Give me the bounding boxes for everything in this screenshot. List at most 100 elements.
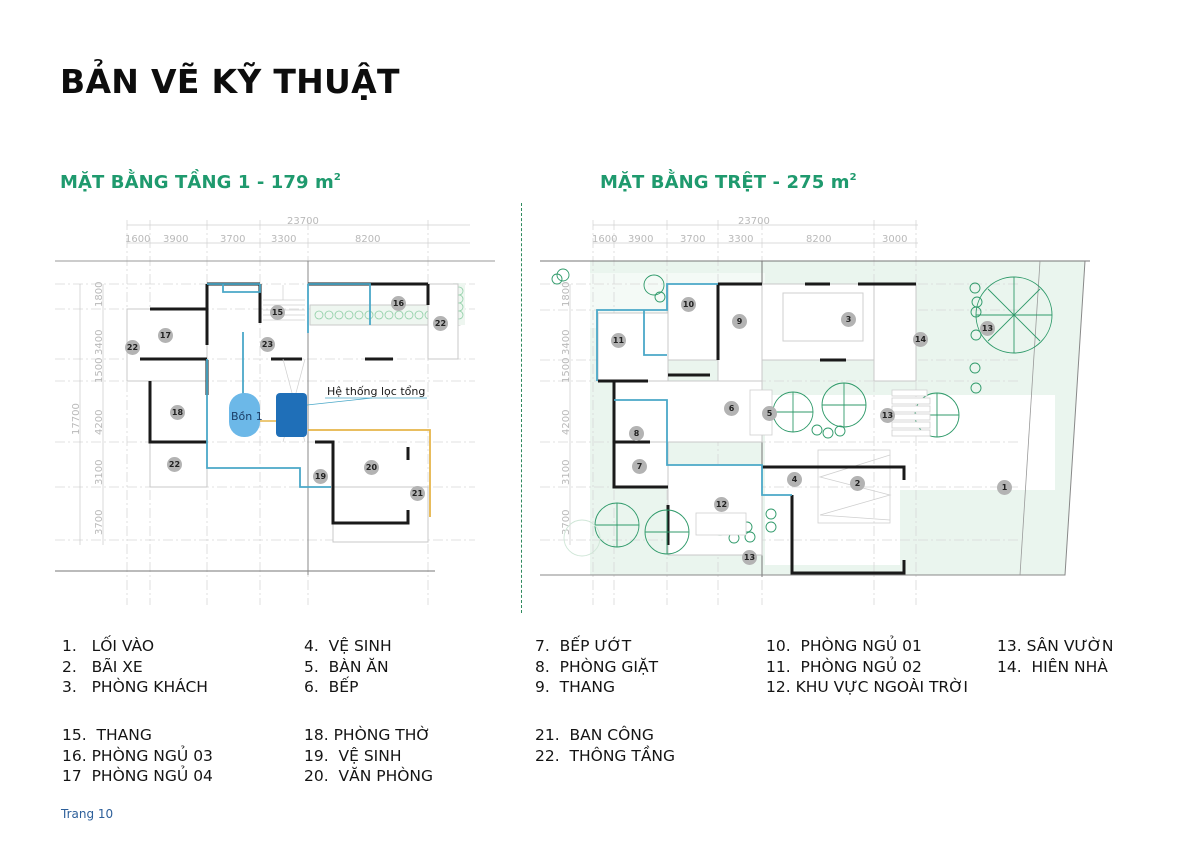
legend-item: 3. PHÒNG KHÁCH	[62, 678, 208, 696]
legend-column: 4. VỆ SINH 5. BÀN ĂN 6. BẾP	[304, 636, 392, 698]
svg-text:3100: 3100	[94, 460, 105, 485]
svg-text:1800: 1800	[94, 282, 105, 307]
svg-text:3100: 3100	[561, 460, 572, 485]
room-badge: 8	[629, 426, 644, 441]
room-badge: 22	[433, 316, 448, 331]
legend-item: 14. HIÊN NHÀ	[997, 657, 1108, 676]
svg-text:3700: 3700	[94, 510, 105, 535]
svg-text:8200: 8200	[355, 234, 380, 245]
legend-item: 18. PHÒNG THỜ	[304, 726, 431, 744]
legend-item: 20. VĂN PHÒNG	[304, 767, 434, 785]
legend-column: 1. LỐI VÀO 2. BÃI XE 3. PHÒNG KHÁCH	[62, 636, 208, 698]
room-badge: 9	[732, 314, 747, 329]
page-title: BẢN VẼ KỸ THUẬT	[60, 62, 400, 101]
legend-column: 18. PHÒNG THỜ 19. VỆ SINH 20. VĂN PHÒNG	[304, 725, 433, 787]
svg-text:3700: 3700	[220, 234, 245, 245]
room-badge: 13	[742, 550, 757, 565]
legend-item: 9. THANG	[535, 678, 615, 696]
room-badge: 13	[980, 321, 995, 336]
legend-item: 7. BẾP ƯỚT	[535, 637, 632, 655]
svg-text:17700: 17700	[71, 403, 82, 435]
room-badge: 1	[997, 480, 1012, 495]
svg-text:3700: 3700	[561, 510, 572, 535]
legend-column: 7. BẾP ƯỚT 8. PHÒNG GIẶT 9. THANG	[535, 636, 658, 698]
room-badge: 5	[762, 406, 777, 421]
plan-title-ground-floor: MẶT BẰNG TRỆT - 275 m2	[600, 172, 857, 193]
room-badge: 15	[270, 305, 285, 320]
svg-text:3400: 3400	[561, 330, 572, 355]
room-badge: 7	[632, 459, 647, 474]
legend-column: 15. THANG 16. PHÒNG NGỦ 03 17 PHÒNG NGỦ …	[62, 725, 213, 787]
svg-text:3300: 3300	[728, 234, 753, 245]
legend-item: 21. BAN CÔNG	[535, 726, 654, 744]
svg-text:8200: 8200	[806, 234, 831, 245]
room-badge: 3	[841, 312, 856, 327]
room-badge: 6	[724, 401, 739, 416]
svg-text:3300: 3300	[271, 234, 296, 245]
svg-text:3000: 3000	[882, 234, 907, 245]
svg-text:3400: 3400	[94, 330, 105, 355]
room-badge: 12	[714, 497, 729, 512]
area-unit-superscript: 2	[333, 172, 341, 183]
area-unit-superscript: 2	[849, 172, 857, 183]
svg-text:23700: 23700	[738, 216, 770, 227]
room-badge: 23	[260, 337, 275, 352]
legend-column: 13. SÂN VƯỜN 14. HIÊN NHÀ	[997, 636, 1113, 677]
filter-system-label: Hệ thống lọc tổng	[327, 385, 426, 398]
page-number: Trang 10	[61, 807, 114, 821]
svg-text:4200: 4200	[94, 410, 105, 435]
room-badge: 19	[313, 469, 328, 484]
room-badge: 18	[170, 405, 185, 420]
room-badge: 14	[913, 332, 928, 347]
legend-item: 17 PHÒNG NGỦ 04	[62, 767, 213, 785]
legend-item: 11. PHÒNG NGỦ 02	[766, 657, 922, 676]
legend-item: 16. PHÒNG NGỦ 03	[62, 746, 213, 765]
room-badge: 21	[410, 486, 425, 501]
room-badge: 4	[787, 472, 802, 487]
svg-text:3900: 3900	[628, 234, 653, 245]
tank-label: Bồn 1	[231, 410, 263, 423]
svg-text:3900: 3900	[163, 234, 188, 245]
svg-text:1600: 1600	[125, 234, 150, 245]
room-badge: 22	[167, 457, 182, 472]
plan-divider	[521, 203, 522, 613]
legend-item: 5. BÀN ĂN	[304, 657, 389, 676]
svg-text:3700: 3700	[680, 234, 705, 245]
room-badge: 11	[611, 333, 626, 348]
floor-plan-first-floor: 23700 1600 3900 3700 3300 8200 1800 3400…	[55, 205, 515, 605]
water-tank-1	[229, 393, 260, 437]
room-badge: 17	[158, 328, 173, 343]
floor-plan-drawing: 23700 1600 3900 3700 3300 8200 3000 1800…	[540, 216, 1090, 605]
legend-item: 1. LỐI VÀO	[62, 637, 155, 655]
legend-item: 2. BÃI XE	[62, 657, 143, 676]
svg-text:4200: 4200	[561, 410, 572, 435]
legend-item: 8. PHÒNG GIẶT	[535, 657, 659, 676]
legend-column: 21. BAN CÔNG 22. THÔNG TẦNG	[535, 725, 675, 766]
legend-item: 13. SÂN VƯỜN	[997, 637, 1114, 655]
floor-plan-drawing: 23700 1600 3900 3700 3300 8200 1800 3400…	[55, 216, 495, 605]
room-badge: 13	[880, 408, 895, 423]
legend-item: 19. VỆ SINH	[304, 746, 402, 765]
floor-plan-ground-floor: 23700 1600 3900 3700 3300 8200 3000 1800…	[530, 205, 1090, 605]
svg-text:23700: 23700	[287, 216, 319, 227]
legend-item: 22. THÔNG TẦNG	[535, 746, 676, 765]
legend-item: 12. KHU VỰC NGOÀI TRỜI	[766, 678, 968, 696]
plan-title-text: MẶT BẰNG TẦNG 1 - 179 m	[60, 172, 334, 193]
svg-text:1500: 1500	[94, 358, 105, 383]
plan-title-first-floor: MẶT BẰNG TẦNG 1 - 179 m2	[60, 172, 341, 193]
svg-text:1600: 1600	[592, 234, 617, 245]
legend-column: 10. PHÒNG NGỦ 01 11. PHÒNG NGỦ 02 12. KH…	[766, 636, 968, 698]
legend-item: 4. VỆ SINH	[304, 637, 392, 655]
room-badge: 22	[125, 340, 140, 355]
room-badge: 2	[850, 476, 865, 491]
svg-text:1800: 1800	[561, 282, 572, 307]
legend-item: 6. BẾP	[304, 678, 359, 696]
legend-item: 10. PHÒNG NGỦ 01	[766, 637, 922, 655]
room-badge: 10	[681, 297, 696, 312]
svg-text:1500: 1500	[561, 358, 572, 383]
filter-system-tank	[276, 393, 307, 437]
room-badge: 20	[364, 460, 379, 475]
room-badge: 16	[391, 296, 406, 311]
legend-item: 15. THANG	[62, 726, 152, 744]
plan-title-text: MẶT BẰNG TRỆT - 275 m	[600, 172, 850, 193]
